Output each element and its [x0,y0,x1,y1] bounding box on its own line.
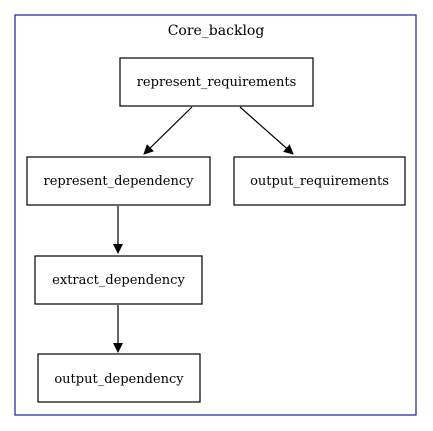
node-output-requirements: output_requirements [233,156,406,206]
node-output-dependency: output_dependency [37,353,201,403]
cluster-border [14,14,417,416]
node-label: represent_dependency [43,174,194,189]
node-label: output_dependency [54,372,184,387]
node-label: extract_dependency [52,273,185,288]
node-box [37,353,201,403]
edge-requirements-to-dependency [143,106,193,155]
node-box [34,255,203,305]
node-box [119,57,314,107]
node-box [26,156,211,206]
node-box [233,156,406,206]
cluster-title: Core_backlog [168,23,265,39]
node-represent-requirements: represent_requirements [119,57,314,107]
cluster-core-backlog: Core_backlog [14,14,417,416]
node-label: represent_requirements [137,75,297,90]
node-label: output_requirements [250,174,389,189]
node-extract-dependency: extract_dependency [34,255,203,305]
edges [113,106,294,353]
node-represent-dependency: represent_dependency [26,156,211,206]
edge-requirements-to-output-requirements [239,106,294,155]
